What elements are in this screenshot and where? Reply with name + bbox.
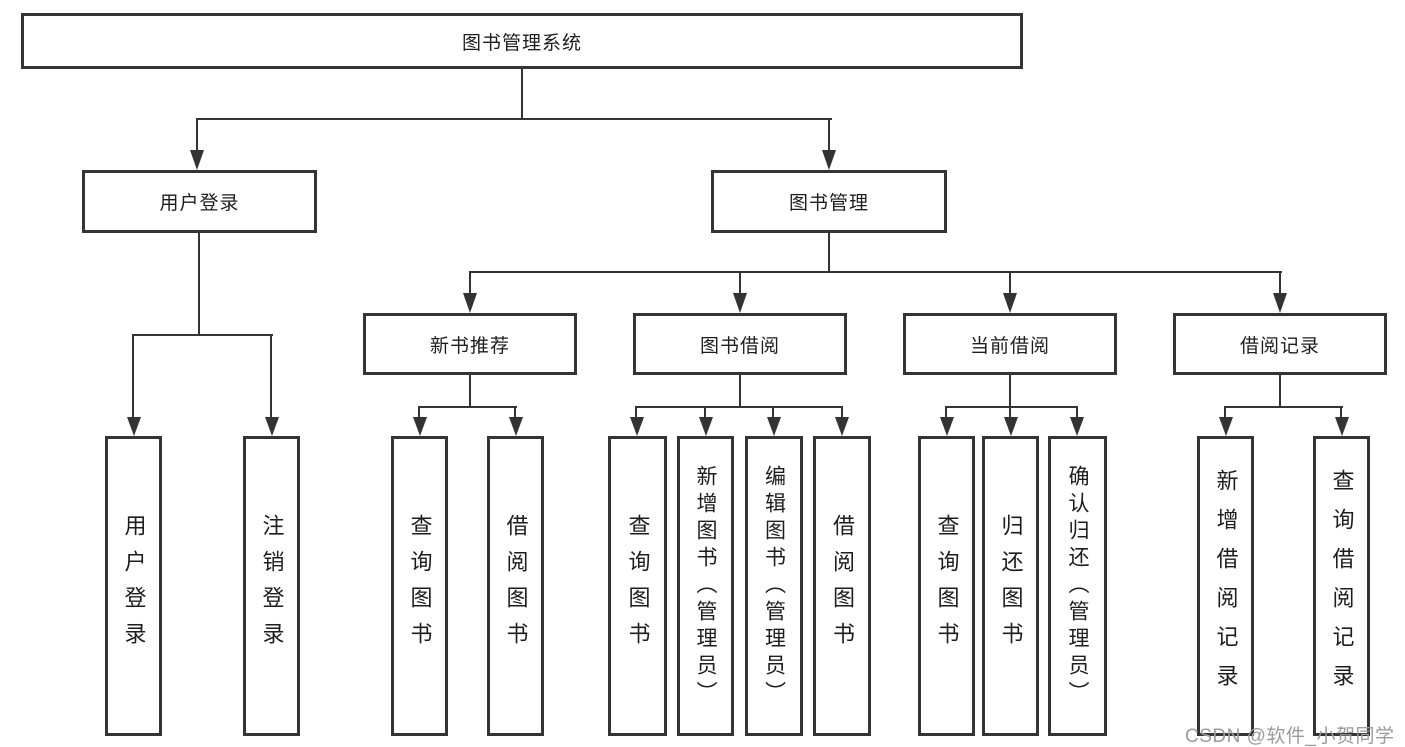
leaf-query-book-1-label: 查询图书 (407, 514, 433, 658)
connector-line (196, 118, 832, 120)
arrow-down-icon (509, 417, 523, 436)
connector-line (739, 271, 741, 296)
arrow-down-icon (940, 417, 954, 436)
connector-line (1224, 406, 1343, 408)
leaf-edit-book-admin: 编辑图书（管理员） (745, 436, 803, 736)
connector-line (418, 406, 517, 408)
leaf-borrow-book-2: 借阅图书 (813, 436, 871, 736)
arrow-down-icon (630, 417, 644, 436)
arrow-down-icon (767, 417, 781, 436)
node-borrow-records: 借阅记录 (1173, 313, 1387, 375)
node-new-book-recommend: 新书推荐 (363, 313, 577, 375)
connector-line (841, 406, 843, 419)
connector-line (196, 118, 198, 152)
leaf-confirm-return-admin: 确认归还（管理员） (1048, 436, 1107, 736)
connector-line (1279, 271, 1281, 296)
node-current-borrow: 当前借阅 (903, 313, 1117, 375)
node-user-login-label: 用户登录 (159, 193, 240, 214)
connector-line (514, 406, 516, 419)
connector-line (1224, 406, 1226, 419)
node-user-login: 用户登录 (82, 170, 317, 233)
connector-line (521, 69, 523, 120)
connector-line (469, 271, 1282, 273)
node-book-management: 图书管理 (711, 170, 947, 233)
node-book-borrow: 图书借阅 (633, 313, 847, 375)
arrow-down-icon (1335, 417, 1349, 436)
arrow-down-icon (1004, 417, 1018, 436)
node-root-label: 图书管理系统 (461, 32, 582, 54)
connector-line (945, 406, 1078, 408)
connector-line (945, 406, 947, 419)
leaf-add-book-admin: 新增图书（管理员） (677, 436, 734, 736)
connector-line (1279, 375, 1281, 408)
connector-line (1076, 406, 1078, 419)
connector-line (635, 406, 843, 408)
leaf-add-borrow-record-label: 新增借阅记录 (1213, 469, 1239, 703)
connector-line (828, 233, 830, 273)
arrow-down-icon (1273, 293, 1287, 313)
arrow-down-icon (1070, 417, 1084, 436)
connector-line (828, 118, 830, 152)
connector-line (1009, 375, 1011, 408)
leaf-add-book-admin-label: 新增图书（管理员） (694, 464, 717, 708)
arrow-down-icon (822, 150, 836, 170)
leaf-logout-label: 注销登录 (259, 514, 285, 658)
leaf-query-book-3-label: 查询图书 (934, 514, 960, 658)
leaf-return-book: 归还图书 (982, 436, 1039, 736)
connector-line (418, 406, 420, 419)
leaf-confirm-return-admin-label: 确认归还（管理员） (1066, 464, 1089, 708)
arrow-down-icon (413, 417, 427, 436)
leaf-add-borrow-record: 新增借阅记录 (1197, 436, 1254, 736)
arrow-down-icon (733, 293, 747, 313)
leaf-edit-book-admin-label: 编辑图书（管理员） (762, 464, 786, 708)
leaf-query-borrow-record-label: 查询借阅记录 (1329, 469, 1355, 703)
connector-line (1009, 271, 1011, 296)
watermark: CSDN @软件_小贺同学 (1185, 726, 1395, 747)
node-new-book-recommend-label: 新书推荐 (429, 335, 510, 357)
arrow-down-icon (1003, 293, 1017, 313)
leaf-return-book-label: 归还图书 (998, 514, 1024, 658)
arrow-down-icon (127, 417, 141, 436)
connector-line (469, 375, 471, 408)
leaf-borrow-book-2-label: 借阅图书 (830, 514, 855, 658)
leaf-borrow-book-1-label: 借阅图书 (503, 514, 529, 658)
connector-line (772, 406, 774, 419)
connector-line (635, 406, 637, 419)
node-book-borrow-label: 图书借阅 (699, 335, 780, 357)
connector-line (270, 334, 272, 418)
connector-line (132, 334, 134, 418)
connector-line (132, 334, 273, 336)
leaf-query-book-2-label: 查询图书 (625, 514, 651, 658)
node-current-borrow-label: 当前借阅 (969, 335, 1050, 357)
leaf-user-login: 用户登录 (105, 436, 162, 736)
arrow-down-icon (835, 417, 849, 436)
connector-line (1009, 406, 1011, 419)
connector-line (1340, 406, 1342, 419)
leaf-query-borrow-record: 查询借阅记录 (1313, 436, 1370, 736)
arrow-down-icon (463, 293, 477, 313)
arrow-down-icon (1219, 417, 1233, 436)
connector-line (704, 406, 706, 419)
leaf-query-book-2: 查询图书 (608, 436, 667, 736)
leaf-logout: 注销登录 (243, 436, 300, 736)
leaf-borrow-book-1: 借阅图书 (487, 436, 544, 736)
connector-line (469, 271, 471, 296)
connector-line (198, 233, 200, 336)
node-book-management-label: 图书管理 (788, 193, 869, 214)
node-root: 图书管理系统 (21, 13, 1023, 69)
arrow-down-icon (190, 150, 204, 170)
node-borrow-records-label: 借阅记录 (1239, 335, 1320, 357)
leaf-user-login-label: 用户登录 (121, 514, 147, 658)
leaf-query-book-1: 查询图书 (391, 436, 448, 736)
arrow-down-icon (699, 417, 713, 436)
leaf-query-book-3: 查询图书 (918, 436, 975, 736)
connector-line (739, 375, 741, 408)
arrow-down-icon (265, 417, 279, 436)
